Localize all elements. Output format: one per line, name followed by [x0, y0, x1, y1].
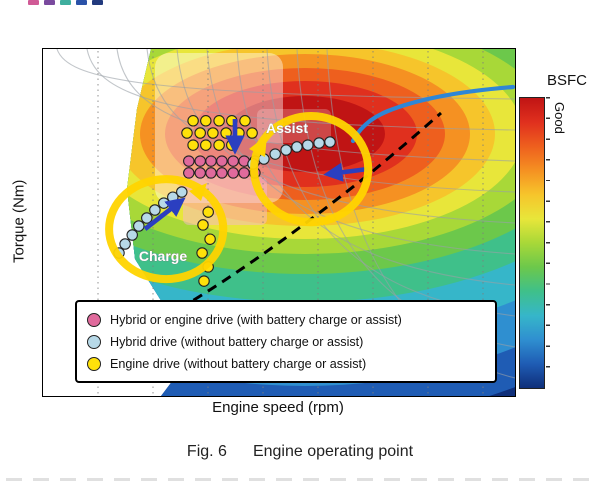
- data-point-engine-drive: [213, 115, 225, 127]
- data-point-hybrid-drive: [158, 197, 170, 209]
- crop-mark: [76, 0, 87, 5]
- data-point-hybrid-or-engine-drive: [194, 167, 206, 179]
- data-point-hybrid-or-engine-drive: [205, 167, 217, 179]
- cropped-text-strip: [6, 478, 594, 481]
- data-point-engine-drive: [204, 233, 216, 245]
- data-point-hybrid-drive: [269, 148, 281, 160]
- data-point-engine-drive: [198, 275, 210, 287]
- figure-title: Engine operating point: [252, 443, 414, 460]
- data-point-engine-drive: [213, 139, 225, 151]
- bsfc-plot: Assist Charge Hybrid or engine drive (wi…: [42, 48, 516, 397]
- data-point-hybrid-or-engine-drive: [227, 167, 239, 179]
- colorbar-ticks: [546, 97, 550, 387]
- crop-mark: [92, 0, 103, 5]
- data-point-hybrid-drive: [149, 204, 161, 216]
- power-contour-line: [56, 49, 515, 100]
- figure-number: Fig. 6: [186, 443, 227, 460]
- data-point-hybrid-or-engine-drive: [216, 155, 228, 167]
- plot-svg: Assist Charge: [56, 49, 515, 396]
- colorbar-title: BSFC: [546, 72, 587, 89]
- data-point-hybrid-drive: [280, 144, 292, 156]
- flow-arrows: [143, 119, 369, 231]
- power-contour-line: [116, 49, 515, 162]
- crop-mark: [60, 0, 71, 5]
- legend-marker-lightblue: [87, 335, 101, 349]
- charge-region-circle: [105, 175, 228, 284]
- charge-label: Charge: [139, 248, 187, 264]
- max-torque-line: [350, 84, 515, 144]
- data-point-hybrid-or-engine-drive: [238, 167, 250, 179]
- legend-marker-pink: [87, 313, 101, 327]
- charge-arrow-up-right: [143, 197, 186, 231]
- x-axis-label: Engine speed (rpm): [212, 399, 344, 416]
- engine-operating-line: [178, 111, 442, 311]
- assist-circle-arrow-tip: [249, 135, 267, 157]
- colorbar-good-label: Good: [552, 102, 567, 134]
- legend-label: Hybrid or engine drive (with battery cha…: [110, 313, 402, 327]
- legend-item-hybrid-drive: Hybrid drive (without battery charge or …: [87, 331, 485, 353]
- charge-circle-arrow-tip: [189, 183, 207, 201]
- data-point-hybrid-or-engine-drive: [205, 155, 217, 167]
- data-point-hybrid-or-engine-drive: [183, 155, 195, 167]
- legend-item-engine-drive: Engine drive (without battery charge or …: [87, 353, 485, 375]
- data-point-hybrid-drive: [141, 212, 153, 224]
- bsfc-contour-map: [127, 49, 515, 396]
- data-point-hybrid-or-engine-drive: [216, 167, 228, 179]
- data-point-hybrid-drive: [313, 137, 325, 149]
- data-point-engine-drive: [202, 206, 214, 218]
- data-point-engine-drive: [187, 139, 199, 151]
- crop-mark: [44, 0, 55, 5]
- data-point-hybrid-drive: [176, 186, 188, 198]
- data-point-engine-drive: [197, 219, 209, 231]
- data-point-engine-drive: [181, 127, 193, 139]
- data-point-hybrid-or-engine-drive: [183, 167, 195, 179]
- power-contour-line: [206, 49, 515, 255]
- legend-label: Engine drive (without battery charge or …: [110, 357, 367, 371]
- legend-item-hybrid-or-engine: Hybrid or engine drive (with battery cha…: [87, 309, 485, 331]
- assist-arrow-left: [323, 162, 369, 182]
- data-point-engine-drive: [200, 115, 212, 127]
- data-point-hybrid-or-engine-drive: [227, 155, 239, 167]
- cropped-header-marks: [28, 0, 103, 6]
- power-contour-line: [236, 49, 515, 286]
- legend-marker-yellow: [87, 357, 101, 371]
- highlight-circles: [105, 112, 373, 284]
- crop-mark: [28, 0, 39, 5]
- data-point-hybrid-drive: [126, 229, 138, 241]
- plot-legend: Hybrid or engine drive (with battery cha…: [75, 300, 497, 383]
- y-axis-label: Torque (Nm): [10, 179, 28, 264]
- colorbar-gradient: [519, 97, 545, 389]
- assist-region-circle: [250, 112, 373, 227]
- data-point-engine-drive: [187, 115, 199, 127]
- data-point-hybrid-drive: [133, 220, 145, 232]
- data-point-engine-drive: [207, 127, 219, 139]
- data-point-engine-drive: [220, 127, 232, 139]
- legend-label: Hybrid drive (without battery charge or …: [110, 335, 364, 349]
- data-point-engine-drive: [200, 139, 212, 151]
- figure-caption: Fig. 6 Engine operating point: [0, 443, 600, 461]
- data-point-engine-drive: [196, 247, 208, 259]
- assist-label: Assist: [266, 120, 308, 136]
- data-point-hybrid-or-engine-drive: [194, 155, 206, 167]
- data-point-hybrid-drive: [302, 139, 314, 151]
- power-contour-line: [86, 49, 515, 131]
- data-point-hybrid-drive: [119, 238, 131, 250]
- data-point-hybrid-drive: [291, 141, 303, 153]
- data-point-engine-drive: [239, 115, 251, 127]
- data-point-hybrid-drive: [324, 136, 336, 148]
- scatter-layer: [113, 115, 336, 287]
- data-point-engine-drive: [246, 127, 258, 139]
- data-point-engine-drive: [194, 127, 206, 139]
